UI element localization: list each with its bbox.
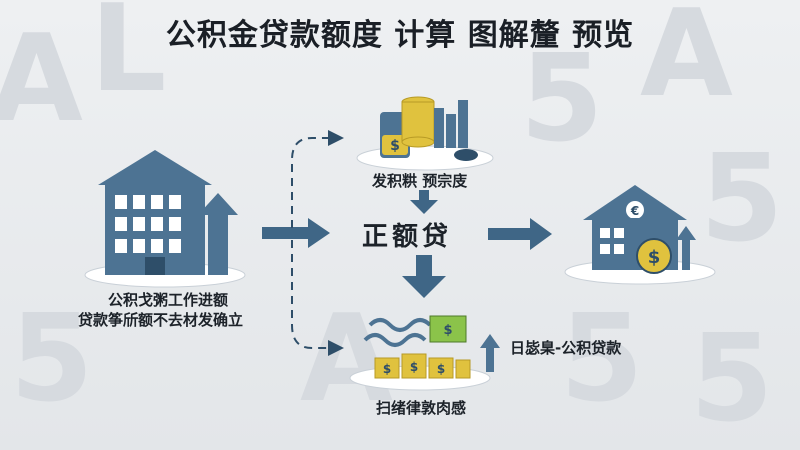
svg-text:$: $ xyxy=(648,247,661,268)
svg-text:$: $ xyxy=(383,362,391,376)
bottom-node-label: 扫绪律敦肉感 xyxy=(376,399,467,417)
left-caption-line2: 贷款筝斦额不去材发确立 xyxy=(78,311,244,329)
dashed-arrow-to-top xyxy=(291,130,344,228)
top-node-label: 发积粠 预宗庋 xyxy=(372,172,468,190)
left-caption-line1: 公积戈粥工作进额 xyxy=(108,291,229,309)
bottom-side-label: 日毖臬-公积贷款 xyxy=(510,339,622,357)
svg-text:$: $ xyxy=(410,360,418,374)
svg-text:$: $ xyxy=(390,138,400,154)
svg-text:$: $ xyxy=(437,362,445,376)
office-building-icon xyxy=(84,150,246,288)
svg-text:$: $ xyxy=(443,323,452,338)
arrow-center-to-right xyxy=(488,218,552,250)
arrow-left-to-center xyxy=(262,218,330,248)
svg-text:€: € xyxy=(630,204,639,218)
dashed-arrow-to-bottom xyxy=(291,240,344,356)
coin-stacks-icon: $ xyxy=(356,96,494,171)
page-title: 公积金贷款额度 计算 图解釐 预览 xyxy=(165,18,635,53)
center-node-label: 正额贷 xyxy=(362,222,453,252)
arrow-center-to-bottom xyxy=(402,255,446,298)
house-money-icon: € $ xyxy=(564,185,716,285)
cash-money-icon: $ $ $ $ xyxy=(349,315,500,391)
arrow-top-to-center xyxy=(410,190,438,214)
